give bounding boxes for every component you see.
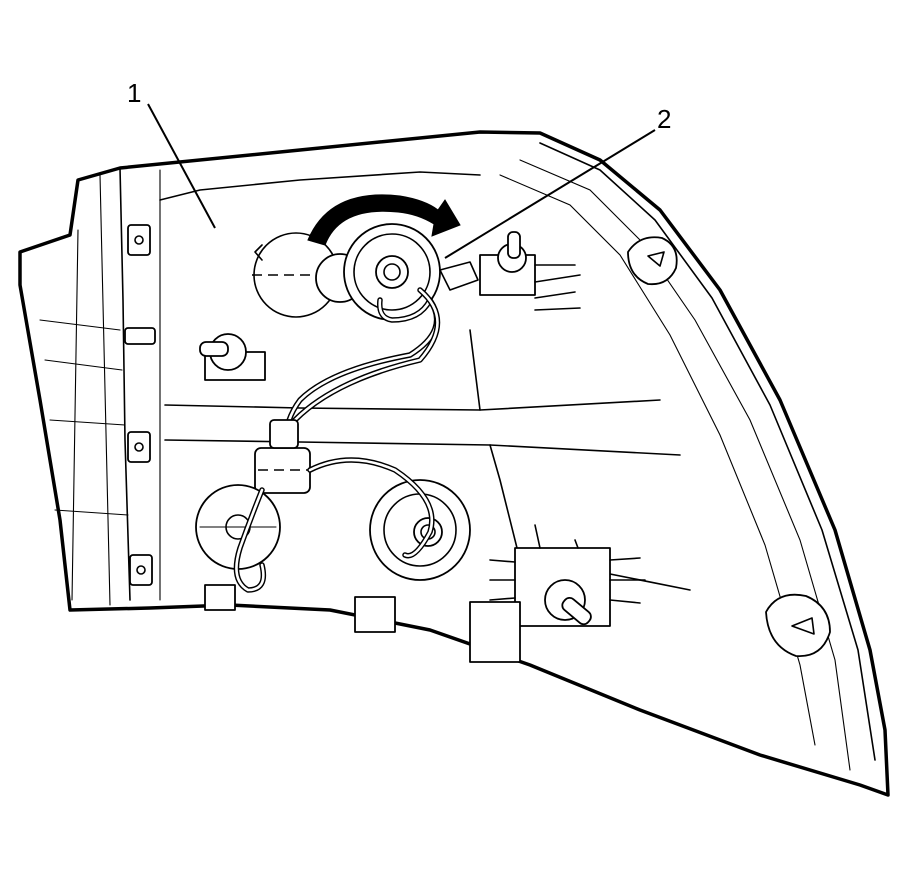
bottom-tab-center xyxy=(354,596,396,633)
center-divider xyxy=(164,439,681,456)
left-panel-inner xyxy=(71,169,161,606)
lamp-housing-outline xyxy=(18,130,890,797)
upper-compartment xyxy=(159,171,661,411)
wire-harness-upper xyxy=(282,297,440,448)
mount-tab-top-left xyxy=(127,224,151,256)
lens-edge-mid xyxy=(519,159,851,771)
clip-slot xyxy=(124,327,156,345)
grommet-lower-right xyxy=(765,593,831,657)
mount-tab-mid-left xyxy=(127,431,151,463)
callout-1-label: 1 xyxy=(127,78,142,108)
rotation-arrow xyxy=(307,194,461,246)
lens-edge-inner xyxy=(539,142,876,761)
bottom-tab-right xyxy=(469,601,521,663)
leader-line-2 xyxy=(444,129,656,259)
left-flange xyxy=(39,319,129,516)
left-panel xyxy=(119,167,131,601)
grommet-upper-right xyxy=(627,236,678,286)
callout-2-label: 2 xyxy=(657,104,672,134)
bottom-tab-left xyxy=(204,584,236,611)
leader-line-1 xyxy=(147,103,216,229)
mount-tab-low-left xyxy=(129,554,153,586)
